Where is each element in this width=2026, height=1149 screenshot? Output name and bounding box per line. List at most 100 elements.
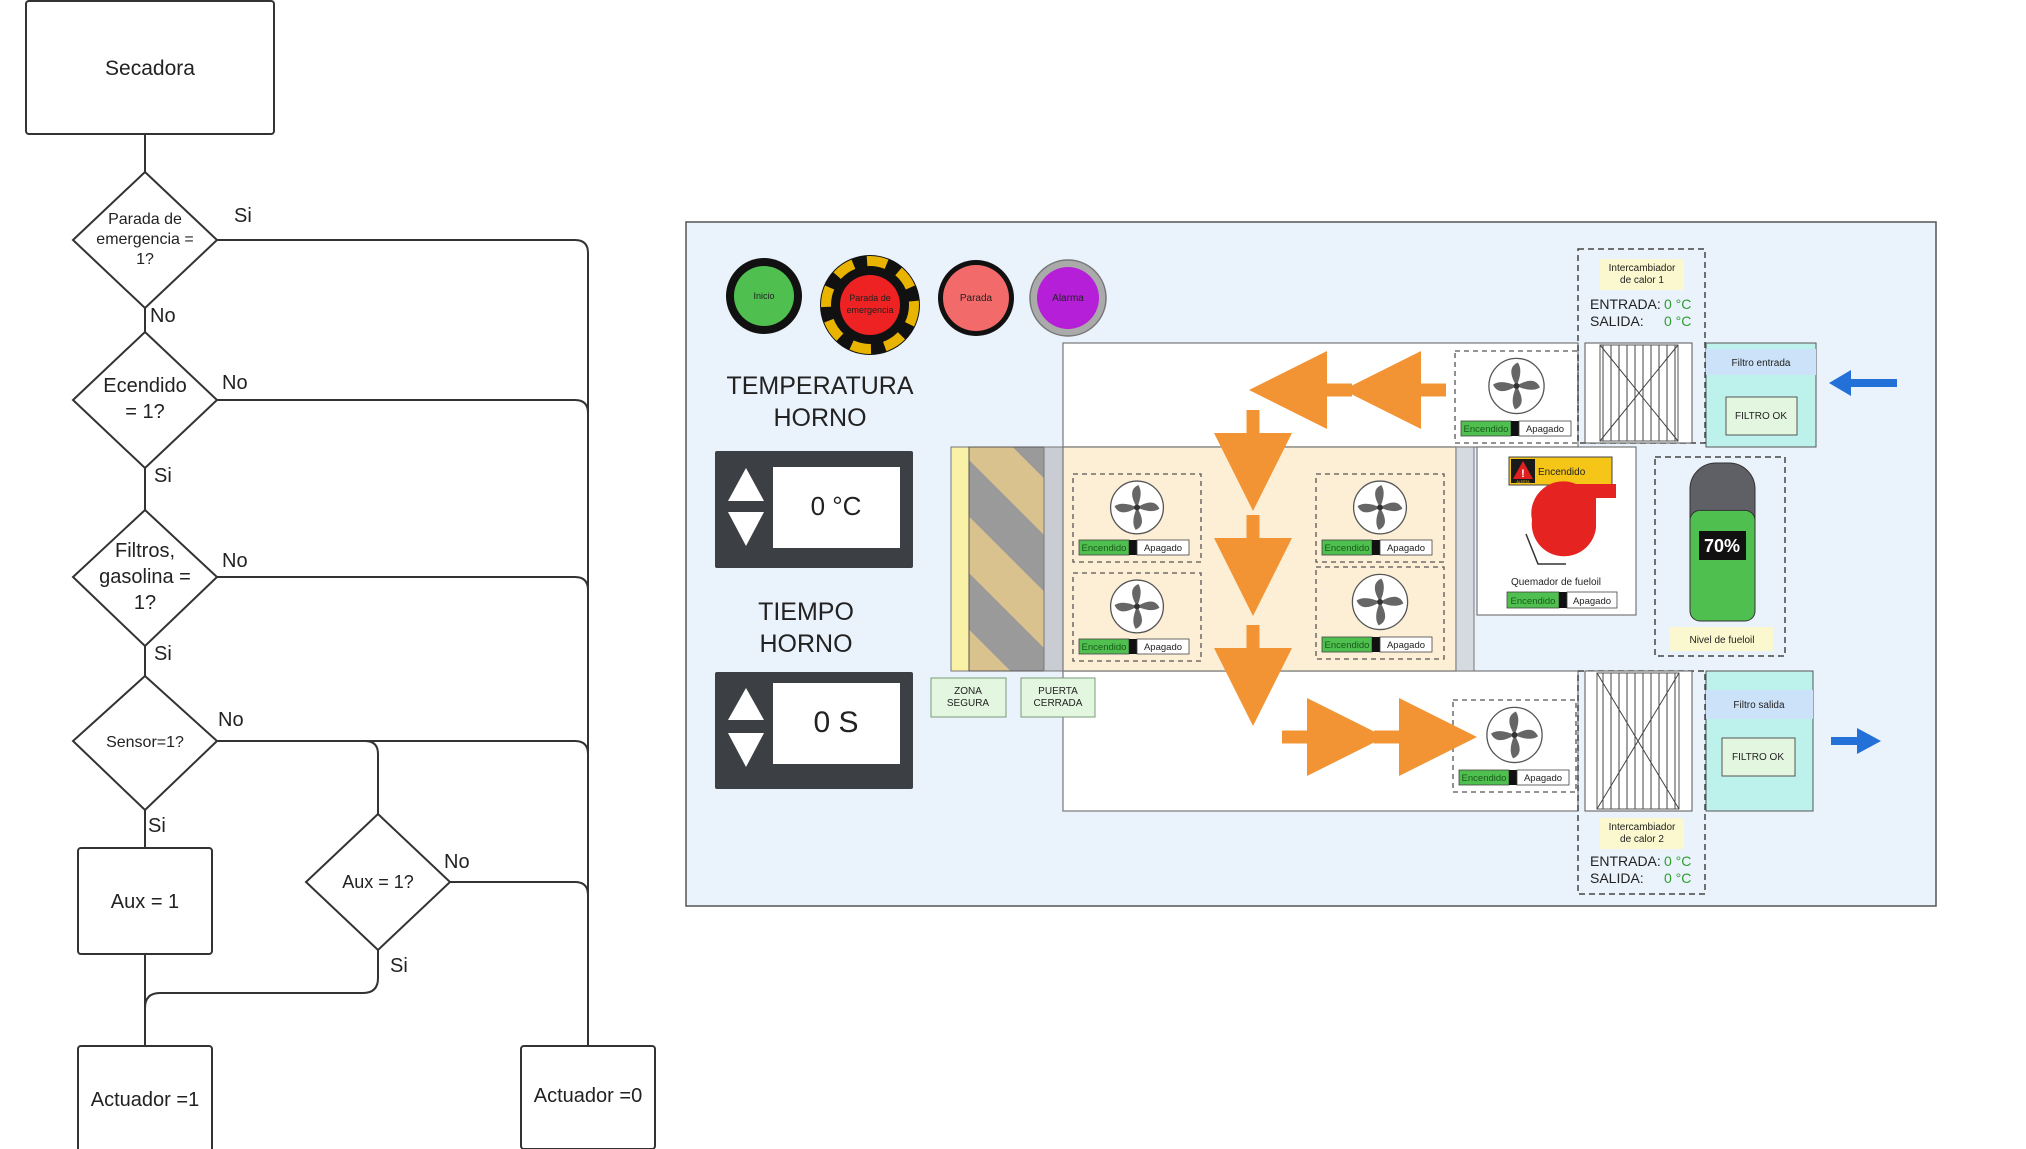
- burner-on-label: Encendido: [1511, 596, 1556, 607]
- label-no-3: No: [222, 550, 248, 572]
- burner-icon: [1531, 481, 1616, 557]
- door-frame: [950, 446, 970, 672]
- emergency-label-1: Parada de: [849, 293, 891, 303]
- flow-connectors: [144, 135, 589, 1046]
- label-si-1: Si: [234, 205, 252, 227]
- hx2-entrada-label: ENTRADA:: [1590, 853, 1661, 869]
- label-si-4: Si: [148, 815, 166, 837]
- start-box: [25, 0, 275, 135]
- burner-status: Encendido: [1538, 467, 1586, 478]
- fan-icon: [1109, 579, 1165, 634]
- door-seal: [1043, 446, 1064, 672]
- burner-off-label: Apagado: [1573, 596, 1611, 607]
- zona-segura-indicator: ZONA SEGURA: [930, 677, 1007, 718]
- inicio-label: Inicio: [753, 291, 774, 301]
- hx1-salida-label: SALIDA:: [1590, 313, 1644, 329]
- tiempo-down-icon[interactable]: [728, 733, 764, 767]
- tiempo-display[interactable]: 0 S: [715, 672, 913, 789]
- tank-level-fill: [1689, 509, 1756, 622]
- svg-text:!: !: [1521, 468, 1525, 480]
- temperatura-title-2: HORNO: [773, 404, 866, 432]
- decision-emergency-line1: Parada de: [108, 211, 182, 228]
- decision-sensor: [71, 674, 219, 812]
- filtro-entrada: Filtro entrada FILTRO OK: [1705, 342, 1817, 448]
- tank-label: Nivel de fueloil: [1689, 635, 1754, 646]
- aux-box: [77, 847, 213, 955]
- label-si-5: Si: [390, 955, 408, 977]
- emergency-stop-button[interactable]: Parada de emergencia: [820, 255, 920, 355]
- fuel-tank: 70% Nivel de fueloil: [1654, 456, 1786, 657]
- burner-unit: ! ALERTA Encendido Quemador de fueloil: [1476, 446, 1637, 616]
- decision-emergency-line3: 1?: [136, 251, 154, 268]
- parada-button[interactable]: Parada: [938, 260, 1014, 336]
- flow-arrows: [1214, 351, 1477, 776]
- decision-filtros-line1: Filtros,: [115, 540, 175, 562]
- hx2-entrada-value: 0 °C: [1664, 853, 1691, 869]
- temperatura-display[interactable]: 0 °C: [715, 451, 913, 568]
- burner-label: Quemador de fueloil: [1511, 577, 1601, 588]
- burner-toggle[interactable]: Encendido Apagado: [1506, 591, 1618, 609]
- inicio-button[interactable]: Inicio: [726, 258, 802, 334]
- hx1-title-1: Intercambiador: [1609, 263, 1676, 274]
- flowchart: Secadora Parada de emergencia = 1? Si No…: [25, 0, 656, 1149]
- alarma-label: Alarma: [1052, 293, 1084, 304]
- actuador1-label: Actuador =1: [91, 1089, 199, 1111]
- emergency-label-2: emergencia: [846, 305, 893, 315]
- start-label: Secadora: [105, 57, 195, 80]
- decision-aux-label: Aux = 1?: [342, 872, 414, 892]
- label-no-1: No: [150, 305, 176, 327]
- fan-icon: [1488, 357, 1545, 415]
- fan-off-toggle[interactable]: [1136, 638, 1190, 655]
- zona-segura-line1: ZONA: [954, 686, 982, 697]
- blue-arrow-in: [1829, 370, 1897, 396]
- temperatura-down-icon[interactable]: [728, 512, 764, 546]
- fan-on-label: Encendido: [1082, 543, 1127, 554]
- warning-icon: [1513, 461, 1533, 479]
- hazard-door: [968, 446, 1045, 672]
- decision-filtros-line2: gasolina =: [99, 566, 191, 588]
- hx2-salida-label: SALIDA:: [1590, 870, 1644, 886]
- tiempo-title-2: HORNO: [759, 630, 852, 658]
- blue-arrows: [1829, 370, 1897, 754]
- fan-off-toggle[interactable]: [1518, 420, 1572, 437]
- fan-off-toggle[interactable]: [1516, 769, 1570, 786]
- decision-filtros-line3: 1?: [134, 592, 156, 614]
- filtro-entrada-title: Filtro entrada: [1732, 358, 1791, 369]
- label-no-2: No: [222, 372, 248, 394]
- filtro-salida-title: Filtro salida: [1733, 700, 1785, 711]
- filtro-salida-status: FILTRO OK: [1732, 752, 1784, 763]
- heat-exchanger-2: Intercambiador de calor 2 ENTRADA: 0 °C …: [1577, 670, 1706, 895]
- tank-level-text: 70%: [1704, 536, 1740, 556]
- burner-warn-text: ALERTA: [1516, 480, 1530, 484]
- puerta-cerrada-line1: PUERTA: [1038, 686, 1078, 697]
- fan-on-label: Encendido: [1325, 640, 1370, 651]
- heat-exchanger-1: Intercambiador de calor 1 ENTRADA: 0 °C …: [1577, 248, 1706, 444]
- tiempo-up-icon[interactable]: [728, 688, 764, 720]
- hx2-title-2: de calor 2: [1620, 834, 1664, 845]
- chamber-wall: [1455, 446, 1475, 672]
- decision-encendido-line2: = 1?: [125, 401, 164, 423]
- aux-box-label: Aux = 1: [111, 891, 179, 913]
- decision-aux: [304, 812, 452, 952]
- fan-off-toggle[interactable]: [1379, 539, 1433, 556]
- puerta-cerrada-indicator: PUERTA CERRADA: [1020, 677, 1096, 718]
- fan-off-label: Apagado: [1144, 642, 1182, 653]
- label-si-3: Si: [154, 643, 172, 665]
- decision-filtros: [71, 508, 219, 648]
- label-si-2: Si: [154, 465, 172, 487]
- temperatura-up-icon[interactable]: [728, 468, 764, 501]
- fan-icon: [1352, 480, 1408, 535]
- alarma-button[interactable]: Alarma: [1029, 259, 1107, 337]
- puerta-cerrada-line2: CERRADA: [1034, 698, 1083, 709]
- fan-on-label: Encendido: [1462, 773, 1507, 784]
- hx2-title-1: Intercambiador: [1609, 822, 1676, 833]
- fan-off-toggle[interactable]: [1379, 636, 1433, 653]
- tiempo-title-1: TIEMPO: [758, 598, 854, 626]
- fan-off-toggle[interactable]: [1136, 539, 1190, 556]
